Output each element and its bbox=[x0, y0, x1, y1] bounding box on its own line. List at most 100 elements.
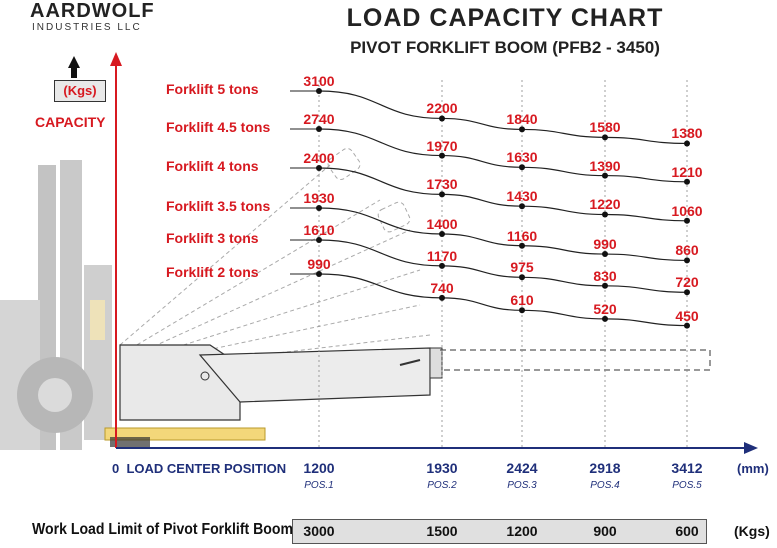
work-load-limit-value: 3000 bbox=[303, 523, 335, 539]
data-point bbox=[602, 134, 608, 141]
data-point bbox=[316, 237, 322, 243]
series-line-4 bbox=[318, 207, 688, 262]
data-label: 2740 bbox=[303, 111, 335, 127]
data-point bbox=[602, 172, 608, 179]
data-point bbox=[519, 126, 525, 133]
series-line-6 bbox=[318, 273, 688, 327]
data-label: 1220 bbox=[589, 196, 621, 213]
data-label: 720 bbox=[675, 274, 699, 291]
series-lines bbox=[290, 90, 688, 327]
data-point bbox=[439, 230, 445, 237]
data-label: 975 bbox=[510, 259, 534, 276]
y-axis-label: CAPACITY bbox=[35, 114, 106, 130]
data-point bbox=[439, 152, 445, 159]
data-label: 1730 bbox=[426, 176, 458, 193]
data-label: 1380 bbox=[671, 125, 703, 142]
data-label: 1840 bbox=[506, 111, 538, 128]
series-line-1 bbox=[318, 90, 688, 145]
data-point bbox=[439, 191, 445, 198]
position-label: POS.2 bbox=[427, 480, 457, 491]
data-label: 860 bbox=[675, 242, 699, 259]
data-label: 1390 bbox=[589, 157, 621, 174]
data-point bbox=[439, 294, 445, 301]
data-label: 1630 bbox=[506, 149, 538, 166]
x-tick-label: 3412 bbox=[671, 460, 703, 476]
data-point bbox=[519, 307, 525, 314]
data-label: 1610 bbox=[303, 222, 335, 238]
work-load-limit-value: 600 bbox=[675, 523, 699, 539]
data-point bbox=[519, 274, 525, 281]
x-tick-label: 2918 bbox=[589, 460, 621, 476]
position-label: POS.3 bbox=[507, 480, 537, 491]
series-label: Forklift 2 tons bbox=[166, 264, 259, 280]
data-label: 830 bbox=[593, 267, 617, 284]
boom-body bbox=[104, 344, 711, 447]
data-label: 1930 bbox=[303, 190, 335, 206]
work-load-limit-bar bbox=[292, 519, 707, 544]
work-load-limit-label: Work Load Limit of Pivot Forklift Boom bbox=[32, 521, 294, 538]
x-axis-unit: (mm) bbox=[737, 461, 769, 476]
data-label: 990 bbox=[307, 256, 331, 272]
x-axis-origin: 0 bbox=[112, 461, 120, 476]
data-point bbox=[316, 271, 322, 277]
data-point bbox=[316, 88, 322, 94]
brand-tagline: INDUSTRIES LLC bbox=[32, 22, 142, 33]
data-point bbox=[316, 205, 322, 211]
work-load-limit-value: 900 bbox=[593, 523, 617, 539]
series-label: Forklift 3 tons bbox=[166, 230, 259, 246]
position-label: POS.1 bbox=[304, 480, 334, 491]
data-label: 520 bbox=[593, 300, 617, 317]
forklift-illustration bbox=[0, 160, 112, 450]
brand-name: AARDWOLF bbox=[30, 0, 155, 22]
boom-pivot-outline bbox=[119, 147, 431, 371]
data-label: 1210 bbox=[671, 163, 703, 180]
data-point bbox=[316, 126, 322, 132]
data-label: 1160 bbox=[506, 227, 538, 244]
data-point bbox=[684, 217, 690, 224]
position-label: POS.5 bbox=[672, 480, 702, 491]
series-line-2 bbox=[318, 128, 688, 183]
data-label: 610 bbox=[510, 292, 534, 309]
data-point bbox=[684, 322, 690, 329]
chart-title: LOAD CAPACITY CHART bbox=[346, 4, 664, 32]
data-point bbox=[439, 262, 445, 269]
data-point bbox=[316, 165, 322, 171]
series-label: Forklift 4 tons bbox=[166, 158, 259, 174]
series-label: Forklift 5 tons bbox=[166, 81, 259, 97]
series-points bbox=[316, 88, 690, 329]
data-point bbox=[684, 289, 690, 296]
data-label: 740 bbox=[430, 279, 454, 296]
data-label: 2400 bbox=[303, 150, 335, 166]
data-point bbox=[684, 140, 690, 147]
series-label: Forklift 3.5 tons bbox=[166, 198, 271, 214]
data-point bbox=[519, 242, 525, 249]
series-label: Forklift 4.5 tons bbox=[166, 119, 271, 135]
data-point bbox=[602, 251, 608, 258]
data-point bbox=[519, 203, 525, 210]
data-point bbox=[684, 257, 690, 264]
data-point bbox=[519, 164, 525, 171]
data-label: 1970 bbox=[426, 137, 458, 154]
axes bbox=[68, 52, 758, 454]
series-line-5 bbox=[318, 239, 688, 293]
data-label: 1400 bbox=[426, 215, 458, 232]
data-label: 1060 bbox=[671, 202, 703, 219]
data-label: 450 bbox=[675, 307, 699, 324]
work-load-limit-unit: (Kgs) bbox=[734, 523, 770, 539]
series-line-3 bbox=[318, 167, 688, 222]
data-point bbox=[602, 315, 608, 322]
x-tick-label: 2424 bbox=[506, 460, 538, 476]
chart-subtitle: PIVOT FORKLIFT BOOM (PFB2 - 3450) bbox=[350, 38, 660, 57]
data-label: 1430 bbox=[506, 188, 538, 205]
data-point bbox=[439, 115, 445, 122]
data-label: 3100 bbox=[303, 73, 335, 89]
data-label: 1170 bbox=[426, 247, 458, 264]
work-load-limit-value: 1500 bbox=[426, 523, 458, 539]
data-point bbox=[684, 178, 690, 185]
data-point bbox=[602, 211, 608, 218]
x-tick-label: 1200 bbox=[303, 460, 335, 476]
data-label: 990 bbox=[593, 236, 617, 253]
position-label: POS.4 bbox=[590, 480, 620, 491]
